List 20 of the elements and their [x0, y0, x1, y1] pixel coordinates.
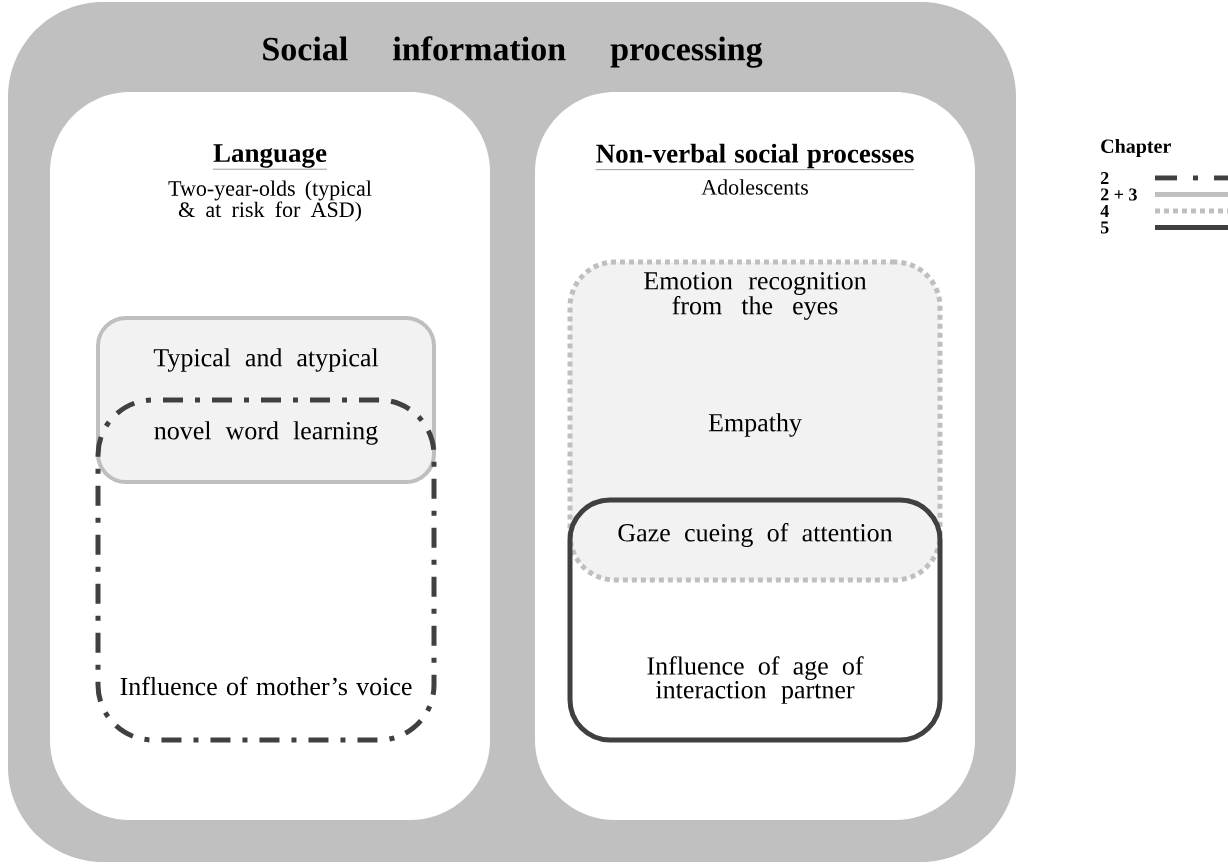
- box-text: novel word learning: [154, 421, 378, 445]
- rounded-box: [567, 497, 943, 743]
- box-text: Empathy: [708, 413, 802, 437]
- panel-subtitle: Adolescents: [701, 179, 808, 195]
- legend-title: Chapter: [1101, 138, 1171, 158]
- panel-subtitle: Two-year-olds (typical & at risk for ASD): [168, 180, 372, 222]
- box-text: Influence of age of interaction partner: [647, 656, 864, 704]
- panel-heading: Non-verbal social processes: [595, 143, 915, 170]
- box-text: Gaze cueing of attention: [618, 523, 893, 547]
- legend-entry: 5: [1100, 221, 1109, 234]
- box-text: Emotion recognition from the eyes: [644, 272, 867, 320]
- dotted-box: [567, 259, 943, 583]
- panel-heading: Language: [212, 144, 328, 170]
- box-text: Influence of mother’s voice: [120, 676, 412, 696]
- legend-entry: 2 + 3: [1100, 188, 1137, 201]
- title: Social information processing: [263, 36, 763, 68]
- box-text: Typical and atypical: [153, 348, 379, 372]
- legend-entry: 2: [1100, 172, 1109, 184]
- rounded-box: [96, 316, 436, 484]
- legend-entry: 4: [1100, 205, 1109, 217]
